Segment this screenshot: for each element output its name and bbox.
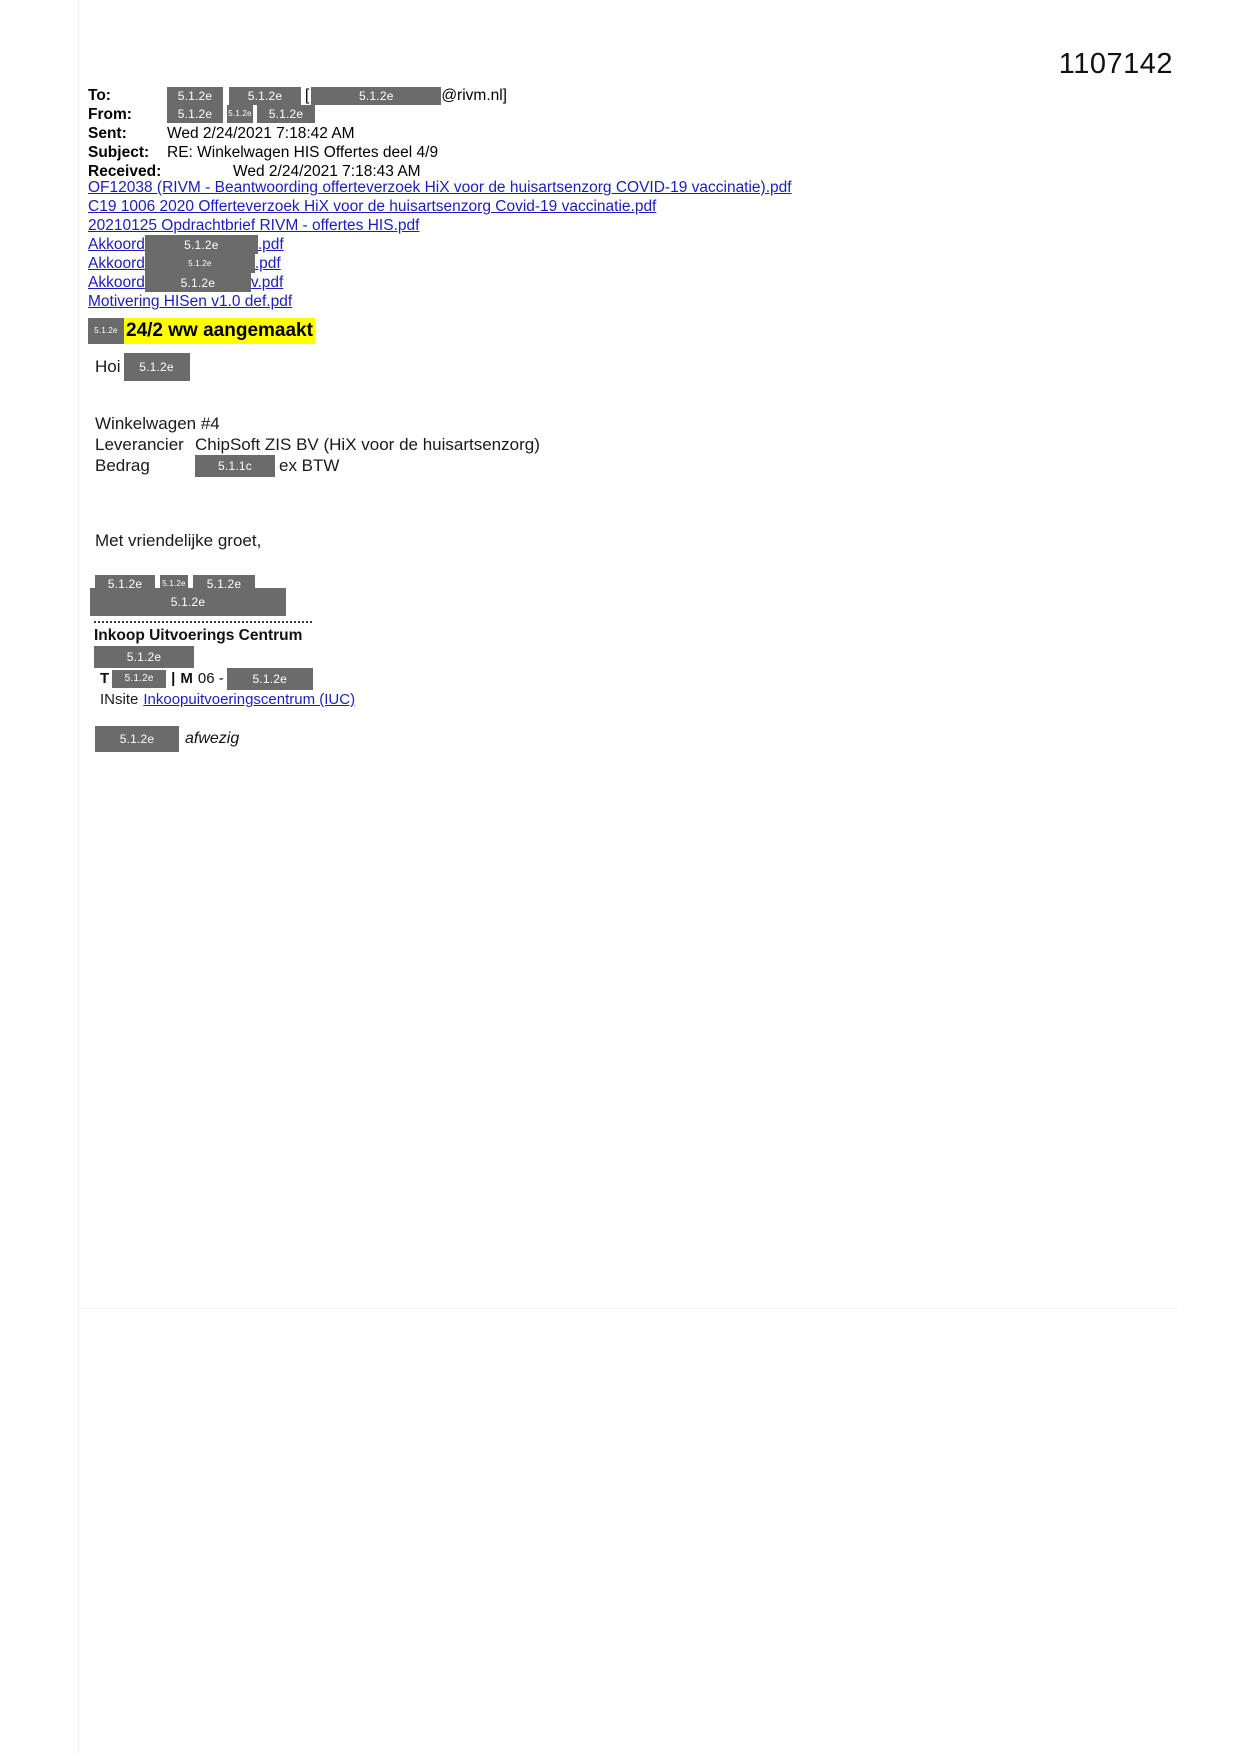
redaction-box: 5.1.2e: [257, 105, 315, 123]
supplier-label: Leverancier: [95, 435, 184, 454]
redaction-box: 5.1.2e: [88, 318, 124, 344]
redaction-box: 5.1.2e: [95, 575, 155, 592]
email-header: To: 5.1.2e 5.1.2e [ 5.1.2e @rivm.nl] Fro…: [88, 86, 848, 181]
attachment-item[interactable]: C19 1006 2020 Offerteverzoek HiX voor de…: [88, 197, 1088, 216]
attachment-item[interactable]: Akkoord 5.1.2e v.pdf: [88, 273, 1088, 292]
redaction-box-price: 5.1.1c: [195, 454, 275, 477]
attachment-link[interactable]: C19 1006 2020 Offerteverzoek HiX voor de…: [88, 198, 657, 215]
spacer: [90, 551, 590, 575]
redaction-box: 5.1.2e: [144, 273, 251, 292]
cart-text: Winkelwagen #4: [95, 414, 220, 433]
signature-divider: [94, 621, 312, 623]
mobile-prefix: 06 -: [197, 670, 224, 687]
mobile-label: M: [180, 670, 193, 687]
redaction-box: 5.1.2e: [311, 86, 442, 105]
header-value-received: Wed 2/24/2021 7:18:43 AM: [233, 163, 421, 180]
redaction-box: 5.1.2e: [167, 105, 223, 123]
signature-block: Met vriendelijke groet, 5.1.2e 5.1.2e 5.…: [90, 530, 590, 752]
attachment-list: OF12038 (RIVM - Beantwoording offertever…: [88, 178, 1088, 311]
attachment-link-suffix[interactable]: v.pdf: [250, 274, 284, 291]
signature-name-redactions: 5.1.2e 5.1.2e 5.1.2e 5.1.2e: [90, 575, 390, 617]
attachment-link-prefix[interactable]: Akkoord: [88, 236, 145, 253]
redaction-box: 5.1.2e: [160, 575, 188, 592]
note-text: 24/2 ww aangemaakt: [124, 318, 315, 344]
attachment-link-prefix[interactable]: Akkoord: [88, 255, 145, 272]
supplier-value: ChipSoft ZIS BV (HiX voor de huisartsenz…: [195, 435, 540, 454]
header-label-sent: Sent:: [88, 125, 127, 142]
redaction-box: 5.1.2e: [112, 669, 167, 688]
attachment-item[interactable]: Akkoord 5.1.2e .pdf: [88, 254, 1088, 273]
redaction-box: 5.1.2e: [144, 254, 255, 273]
spacer: [95, 377, 995, 413]
header-label-received: Received:: [88, 163, 162, 180]
closing-line: Met vriendelijke groet,: [90, 530, 590, 551]
redaction-box: 5.1.2e: [144, 235, 258, 254]
attachment-link[interactable]: Motivering HISen v1.0 def.pdf: [88, 293, 293, 310]
attachment-item[interactable]: 20210125 Opdrachtbrief RIVM - offertes H…: [88, 216, 1088, 235]
greeting-text: Hoi: [95, 357, 121, 376]
header-value-from: 5.1.2e 5.1.2e 5.1.2e: [167, 105, 315, 123]
redaction-box: 5.1.2e: [227, 105, 253, 123]
header-row-subject: Subject: RE: Winkelwagen HIS Offertes de…: [88, 143, 848, 162]
attachment-item[interactable]: Motivering HISen v1.0 def.pdf: [88, 292, 1088, 311]
phone-label: T: [100, 670, 110, 687]
attachment-link-suffix[interactable]: .pdf: [257, 236, 284, 253]
body-supplier-line: Leverancier ChipSoft ZIS BV (HiX voor de…: [95, 434, 995, 455]
attachment-item[interactable]: Akkoord 5.1.2e .pdf: [88, 235, 1088, 254]
redaction-box: 5.1.2e: [123, 352, 190, 381]
redaction-box: 5.1.2e: [193, 575, 255, 592]
highlighted-note: 5.1.2e 24/2 ww aangemaakt: [88, 318, 315, 344]
body-cart-line: Winkelwagen #4: [95, 413, 995, 434]
header-label-from: From:: [88, 106, 132, 123]
header-row-sent: Sent: Wed 2/24/2021 7:18:42 AM: [88, 124, 848, 143]
amount-suffix: ex BTW: [279, 456, 340, 475]
redaction-box: 5.1.2e: [94, 646, 194, 668]
insite-link[interactable]: Inkoopuitvoeringscentrum (IUC): [143, 691, 356, 708]
redaction-box: 5.1.2e: [229, 86, 301, 105]
email-body: Hoi 5.1.2e Winkelwagen #4 Leverancier Ch…: [95, 352, 995, 477]
contact-separator: |: [171, 670, 176, 687]
to-domain: @rivm.nl]: [441, 87, 507, 104]
redaction-box: 5.1.2e: [226, 667, 313, 690]
header-row-received: Received: Wed 2/24/2021 7:18:43 AM: [88, 162, 848, 181]
organization-name: Inkoop Uitvoerings Centrum: [94, 627, 303, 644]
document-bates-number: 1107142: [1058, 48, 1173, 80]
redaction-box: 5.1.2e: [167, 86, 223, 105]
header-row-from: From: 5.1.2e 5.1.2e 5.1.2e: [88, 105, 848, 124]
header-value-sent: Wed 2/24/2021 7:18:42 AM: [167, 125, 355, 142]
header-value-subject: RE: Winkelwagen HIS Offertes deel 4/9: [167, 144, 439, 161]
attachment-link[interactable]: OF12038 (RIVM - Beantwoording offertever…: [88, 179, 792, 196]
attachment-item[interactable]: OF12038 (RIVM - Beantwoording offertever…: [88, 178, 1088, 197]
header-value-to: 5.1.2e 5.1.2e [ 5.1.2e @rivm.nl]: [167, 86, 507, 105]
attachment-link-prefix[interactable]: Akkoord: [88, 274, 145, 291]
header-label-subject: Subject:: [88, 144, 150, 161]
scan-edge-left: [78, 0, 79, 1754]
absence-line: 5.1.2e afwezig: [90, 726, 590, 752]
body-greeting: Hoi 5.1.2e: [95, 352, 995, 381]
absence-text: afwezig: [185, 730, 240, 747]
to-bracket-open: [: [305, 87, 310, 104]
scan-edge-bottom: [78, 1308, 1178, 1309]
amount-label: Bedrag: [95, 456, 150, 475]
signature-role-redaction: 5.1.2e: [90, 646, 590, 668]
attachment-link-suffix[interactable]: .pdf: [254, 255, 281, 272]
contact-phone-line: T 5.1.2e | M 06 - 5.1.2e: [90, 667, 590, 690]
insite-line: INsite Inkoopuitvoeringscentrum (IUC): [90, 689, 590, 710]
header-row-to: To: 5.1.2e 5.1.2e [ 5.1.2e @rivm.nl]: [88, 86, 848, 105]
attachment-link[interactable]: 20210125 Opdrachtbrief RIVM - offertes H…: [88, 217, 420, 234]
insite-label: INsite: [100, 691, 139, 708]
redaction-box: 5.1.2e: [95, 726, 179, 752]
closing-text: Met vriendelijke groet,: [95, 531, 262, 550]
header-label-to: To:: [88, 87, 111, 104]
redaction-box: 5.1.2e: [90, 588, 286, 616]
body-amount-line: Bedrag 5.1.1c ex BTW: [95, 454, 995, 477]
